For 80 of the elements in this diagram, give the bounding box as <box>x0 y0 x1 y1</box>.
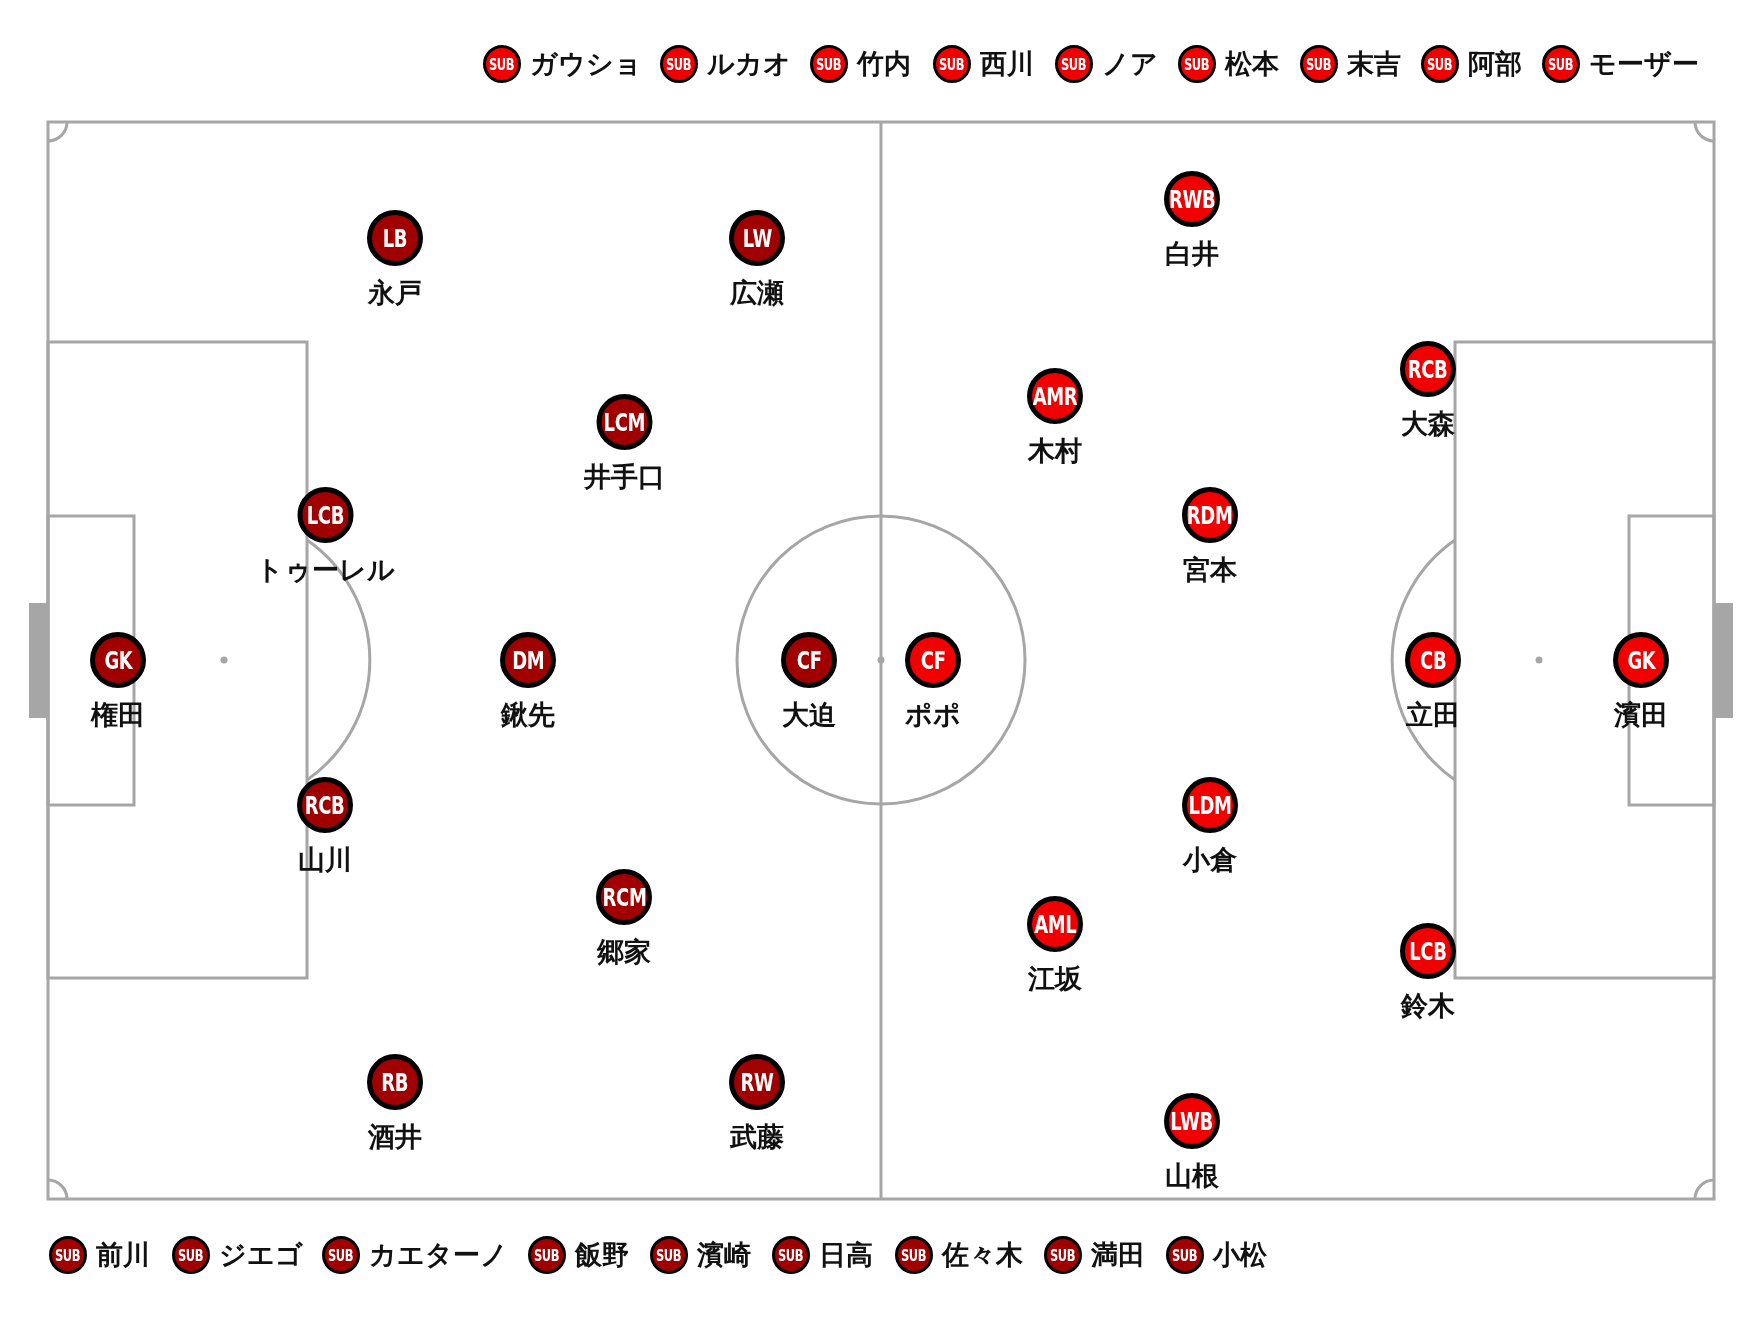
position-badge: AML <box>1027 896 1083 952</box>
sub-badge: SUB <box>1300 45 1338 83</box>
position-badge: LCM <box>596 394 652 450</box>
position-badge: LB <box>367 210 423 266</box>
player-name: 大森 <box>1401 409 1455 439</box>
player-name: カエターノ <box>369 1240 508 1270</box>
sub-badge: SUB <box>772 1236 810 1274</box>
player-name: トゥーレル <box>255 555 395 585</box>
player-name: 日高 <box>819 1240 873 1270</box>
player-name: 飯野 <box>575 1240 629 1270</box>
player-name: ルカオ <box>707 49 791 79</box>
player-name: 佐々木 <box>942 1240 1023 1270</box>
position-badge: RDM <box>1182 487 1238 543</box>
sub-badge: SUB <box>1542 45 1580 83</box>
sub-badge: SUB <box>810 45 848 83</box>
position-badge: AMR <box>1027 368 1083 424</box>
player-name: 阿部 <box>1468 49 1522 79</box>
player-name: 末吉 <box>1347 49 1401 79</box>
position-badge: GK <box>1613 632 1669 688</box>
position-badge: LCB <box>297 487 353 543</box>
player-name: 木村 <box>1028 436 1082 466</box>
position-badge: RCB <box>297 777 353 833</box>
sub-badge: SUB <box>933 45 971 83</box>
player-name: 永戸 <box>368 278 422 308</box>
player-name: 江坂 <box>1028 964 1082 994</box>
player-name: 白井 <box>1165 239 1219 269</box>
sub-badge: SUB <box>1178 45 1216 83</box>
sub-badge: SUB <box>172 1236 210 1274</box>
position-badge: LDM <box>1182 777 1238 833</box>
sub-badge: SUB <box>1044 1236 1082 1274</box>
position-badge: CF <box>905 632 961 688</box>
sub-badge: SUB <box>1421 45 1459 83</box>
position-badge: RCB <box>1400 341 1456 397</box>
player-name: ジエゴ <box>219 1240 303 1270</box>
position-badge: GK <box>90 632 146 688</box>
position-badge: RW <box>729 1054 785 1110</box>
position-badge: CF <box>781 632 837 688</box>
player-name: モーザー <box>1589 49 1699 79</box>
sub-badge: SUB <box>1166 1236 1204 1274</box>
player-name: 小倉 <box>1183 845 1237 875</box>
player-name: ノア <box>1102 49 1158 79</box>
player-name: 前川 <box>96 1240 150 1270</box>
position-badge: LWB <box>1164 1093 1220 1149</box>
position-badge: CB <box>1405 632 1461 688</box>
player-name: 竹内 <box>857 49 911 79</box>
sub-badge: SUB <box>322 1236 360 1274</box>
player-name: 大迫 <box>782 700 836 730</box>
player-name: ガウショ <box>530 49 642 79</box>
sub-badge: SUB <box>1055 45 1093 83</box>
player-name: 鍬先 <box>501 700 555 730</box>
position-badge: RB <box>367 1054 423 1110</box>
player-name: 井手口 <box>583 462 665 492</box>
player-name: 濱崎 <box>697 1240 751 1270</box>
player-name: 西川 <box>980 49 1034 79</box>
player-name: 満田 <box>1091 1240 1145 1270</box>
position-badge: LCB <box>1400 923 1456 979</box>
player-name: 立田 <box>1406 700 1460 730</box>
player-name: 武藤 <box>730 1122 784 1152</box>
player-name: ポポ <box>905 700 961 730</box>
player-name: 宮本 <box>1183 555 1237 585</box>
player-name: 小松 <box>1213 1240 1267 1270</box>
position-badge: RCM <box>596 869 652 925</box>
sub-badge: SUB <box>660 45 698 83</box>
sub-badge: SUB <box>483 45 521 83</box>
player-name: 鈴木 <box>1401 991 1455 1021</box>
player-name: 郷家 <box>597 937 651 967</box>
sub-badge: SUB <box>528 1236 566 1274</box>
position-badge: RWB <box>1164 171 1220 227</box>
player-name: 松本 <box>1225 49 1279 79</box>
sub-badge: SUB <box>650 1236 688 1274</box>
player-name: 酒井 <box>368 1122 422 1152</box>
player-name: 山川 <box>298 845 352 875</box>
player-name: 濱田 <box>1614 700 1668 730</box>
sub-badge: SUB <box>895 1236 933 1274</box>
position-badge: DM <box>500 632 556 688</box>
player-name: 山根 <box>1165 1161 1219 1191</box>
player-name: 権田 <box>91 700 145 730</box>
position-badge: LW <box>729 210 785 266</box>
player-name: 広瀬 <box>730 278 784 308</box>
sub-badge: SUB <box>49 1236 87 1274</box>
